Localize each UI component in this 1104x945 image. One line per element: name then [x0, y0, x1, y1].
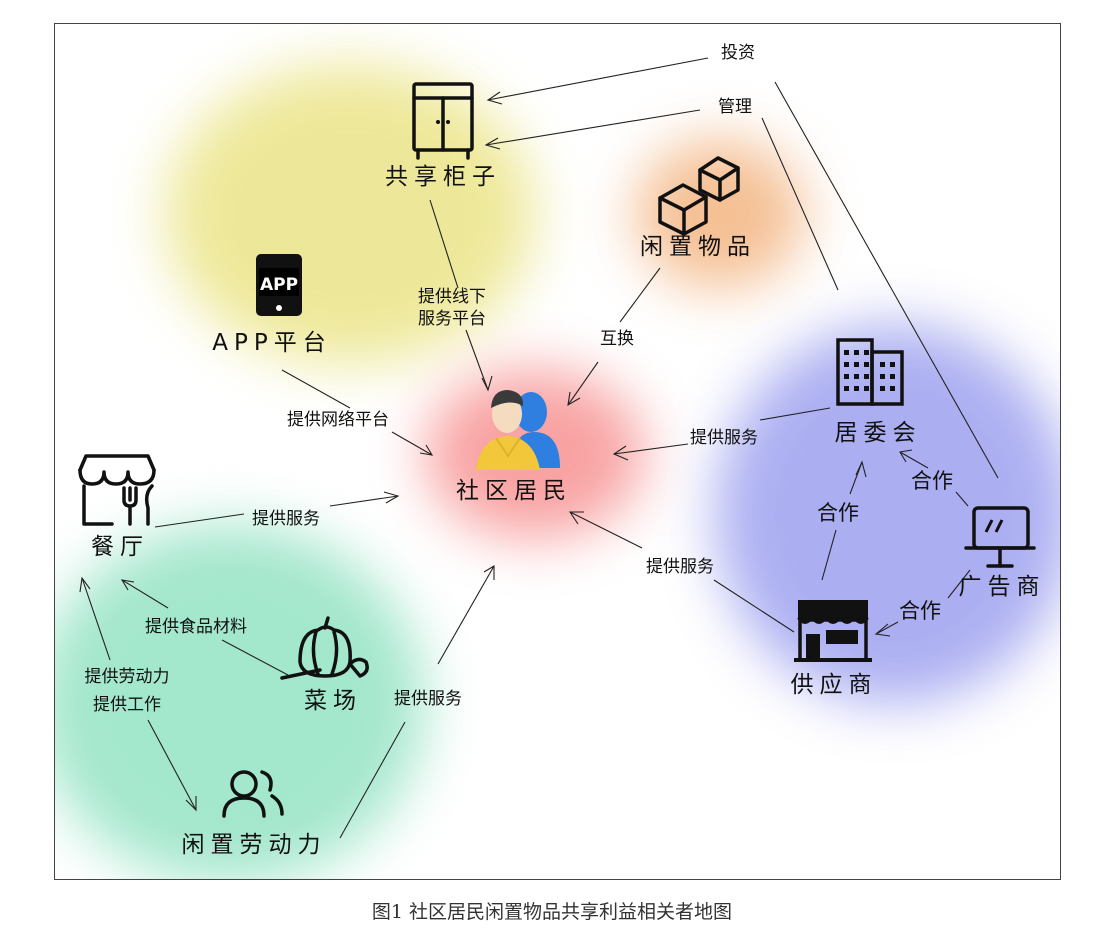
rel-manage: 管理: [718, 97, 752, 117]
edge-offline: [429, 199, 459, 289]
rel-coop-supplier-committee: 合作: [817, 501, 859, 525]
rel-labor-2: 提供工作: [93, 695, 161, 715]
rel-labor-1: 提供劳动力: [85, 667, 170, 687]
rel-service-committee: 提供服务: [690, 428, 758, 448]
edge-restaurant-arrow: [383, 491, 400, 504]
glow-committee: [715, 324, 1060, 704]
edge-coop-ad-supplier: [947, 569, 971, 599]
edge-restaurant-service: [154, 513, 245, 528]
phone-app-icon: APP: [256, 254, 302, 316]
edge-food-arrow: [120, 579, 135, 591]
rel-service-labor: 提供服务: [394, 689, 462, 709]
edge-labor-service: [339, 721, 406, 839]
edge-labor-service-arrow: [483, 565, 495, 580]
node-committee: 居委会: [835, 420, 922, 446]
cabinet-icon: [412, 82, 474, 160]
edge-committee-service-2: [613, 443, 689, 455]
edge-network-arrow: [419, 444, 434, 456]
app-icon-label: APP: [260, 275, 298, 295]
node-idle-labor: 闲置劳动力: [182, 832, 327, 858]
edge-manage-arrow: [484, 137, 501, 150]
edge-exchange-arrow: [567, 391, 581, 407]
rel-offline-2: 服务平台: [418, 309, 486, 329]
edge-coop-supplier-committee: [821, 529, 837, 581]
node-residents: 社区居民: [456, 478, 572, 504]
boxes-icon: [658, 156, 740, 236]
glow-green: [55, 524, 425, 879]
edge-labor-service-2: [437, 565, 495, 665]
edge-coop-ad-committee: [955, 491, 969, 507]
edge-coop-arrow-supplier: [874, 623, 891, 637]
residents-icon: [476, 390, 560, 470]
edge-committee-service: [759, 407, 831, 421]
node-restaurant: 餐厅: [91, 534, 149, 560]
edge-network-2: [391, 431, 433, 456]
edge-labor-arrow-2: [185, 796, 197, 812]
edge-labor: [81, 577, 111, 661]
edge-food-2: [221, 639, 289, 676]
edge-labor-arrow: [79, 576, 91, 593]
rel-offline-1: 提供线下: [418, 287, 486, 307]
rel-service-restaurant: 提供服务: [252, 509, 320, 529]
labor-people-icon: [222, 770, 284, 818]
billboard-icon: [964, 506, 1036, 568]
edge-invest-arrow: [486, 91, 503, 105]
vegetables-icon: [280, 616, 369, 680]
figure-caption: 图1 社区居民闲置物品共享利益相关者地图: [371, 901, 733, 923]
rel-service-supplier: 提供服务: [646, 557, 714, 577]
edge-restaurant-service-2: [329, 495, 399, 507]
node-supplier: 供应商: [791, 672, 878, 698]
connections: [79, 57, 999, 839]
node-idle-items: 闲置物品: [640, 234, 756, 260]
edge-supplier-service-2: [569, 511, 643, 549]
node-advertiser: 广告商: [959, 574, 1046, 600]
edge-supplier-arrow: [568, 511, 584, 525]
edge-invest-right: [774, 81, 999, 479]
edge-exchange: [619, 267, 661, 323]
rel-coop-ad-supplier: 合作: [899, 599, 941, 623]
store-icon: [794, 600, 872, 662]
edge-coop-arrow-up: [855, 460, 867, 478]
edge-food: [121, 579, 169, 609]
building-icon: [836, 338, 904, 406]
rel-coop-ad-committee: 合作: [911, 469, 953, 493]
restaurant-icon: [78, 454, 156, 526]
edge-supplier-service: [713, 579, 795, 633]
node-cabinet: 共享柜子: [385, 164, 501, 190]
edge-coop-arrow-left: [899, 449, 913, 463]
edge-invest: [487, 57, 709, 101]
edge-offline-arrow: [481, 375, 493, 392]
rel-invest: 投资: [721, 43, 755, 63]
edge-labor-2: [147, 719, 197, 811]
edge-manage: [485, 109, 701, 146]
edge-exchange-2: [567, 361, 599, 406]
edge-committee-arrow: [612, 445, 629, 461]
edge-manage-right: [761, 117, 839, 291]
diagram-frame: [54, 23, 1061, 880]
node-market: 菜场: [304, 688, 362, 714]
rel-exchange: 互换: [600, 329, 634, 349]
edge-coop-ad-supplier-2: [875, 621, 899, 635]
glow-idle-items: [635, 139, 805, 289]
edge-coop-ad-committee-2: [899, 451, 929, 469]
edge-offline-2: [465, 329, 489, 391]
node-app: APP平台: [212, 330, 331, 356]
rel-food-materials: 提供食品材料: [145, 617, 247, 637]
rel-network-platform: 提供网络平台: [287, 410, 389, 430]
edge-network: [281, 369, 351, 409]
